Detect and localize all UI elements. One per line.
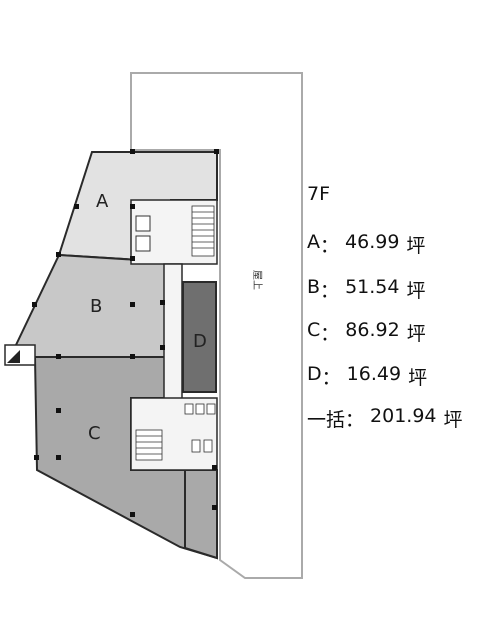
columns bbox=[32, 149, 219, 517]
room-label-b: B bbox=[90, 296, 102, 317]
unit-area: 46.99 bbox=[345, 231, 400, 253]
room-d bbox=[182, 281, 217, 393]
unit-separator: ： bbox=[320, 323, 340, 345]
entrance-marker bbox=[7, 350, 20, 363]
unit-tsubo: 坪 bbox=[406, 280, 426, 302]
roof-terrace bbox=[130, 72, 303, 579]
elevator-2 bbox=[135, 235, 151, 252]
unit-separator: ： bbox=[321, 367, 341, 389]
unit-tsubo: 坪 bbox=[406, 235, 426, 257]
area-line-d: D ： 16.49 坪 bbox=[307, 363, 427, 390]
room-c-extension bbox=[184, 469, 218, 560]
area-line-a: A ： 46.99 坪 bbox=[307, 231, 425, 258]
unit-letter: D bbox=[307, 363, 322, 385]
room-label-c: C bbox=[88, 423, 101, 444]
unit-tsubo: 坪 bbox=[443, 409, 463, 431]
area-line-c: C ： 86.92 坪 bbox=[307, 319, 426, 346]
total-area: 201.94 bbox=[370, 405, 437, 427]
room-label-a: A bbox=[96, 191, 109, 212]
total-label: 一括 bbox=[307, 409, 346, 431]
unit-tsubo: 坪 bbox=[406, 323, 426, 345]
unit-letter: B bbox=[307, 276, 321, 298]
unit-separator: ： bbox=[320, 235, 340, 257]
lower-stairs bbox=[135, 429, 163, 461]
unit-area: 51.54 bbox=[345, 276, 400, 298]
unit-separator: ： bbox=[345, 409, 365, 431]
unit-tsubo: 坪 bbox=[408, 367, 428, 389]
area-line-b: B ： 51.54 坪 bbox=[307, 276, 425, 303]
unit-area: 16.49 bbox=[346, 363, 402, 385]
unit-separator: ： bbox=[320, 280, 340, 302]
room-label-d: D bbox=[193, 331, 207, 352]
toilets bbox=[184, 403, 216, 453]
unit-letter: A bbox=[307, 231, 320, 253]
roof-label: 屋上 bbox=[251, 270, 263, 290]
floor-label: 7F bbox=[307, 183, 331, 205]
upper-stairs bbox=[191, 205, 215, 257]
area-line-total: 一括 ： 201.94 坪 bbox=[307, 405, 463, 432]
unit-area: 86.92 bbox=[345, 319, 400, 341]
elevator-1 bbox=[135, 215, 151, 232]
unit-letter: C bbox=[307, 319, 321, 341]
